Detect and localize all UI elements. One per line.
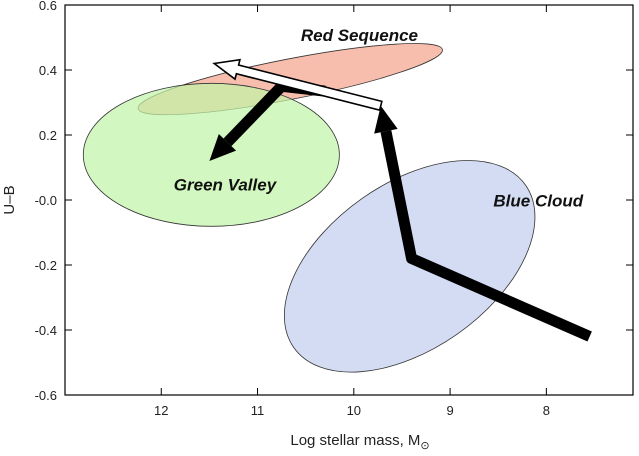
y-tick-label: -0.2 [35,258,57,273]
y-tick-label: 0.4 [39,63,57,78]
x-tick-label: 8 [543,403,550,418]
blue-cloud-label: Blue Cloud [493,192,583,211]
y-tick-label: 0.2 [39,128,57,143]
y-axis: 0.6 0.4 0.2 -0.0 -0.2 -0.4 -0.6 [35,0,633,403]
x-tick-label: 10 [347,403,361,418]
green-valley-region [82,82,340,227]
y-tick-label: -0.0 [35,193,57,208]
arrow-head-1 [209,133,237,161]
y-axis-title: U–B [1,185,18,214]
x-axis-title: Log stellar mass, M⊙ [290,432,429,452]
blue-cloud-region [283,160,536,373]
y-tick-label: -0.4 [35,323,57,338]
arrow-head-0 [374,105,398,134]
x-tick-label: 12 [154,403,168,418]
x-tick-label: 11 [251,403,265,418]
red-sequence-label: Red Sequence [301,26,418,45]
arrow-shaft-0 [380,130,592,342]
regions-layer [82,43,536,373]
x-tick-label: 9 [446,403,453,418]
green-valley-label: Green Valley [174,175,278,194]
y-tick-label: -0.6 [35,388,57,403]
arrows-layer [209,58,592,342]
y-tick-label: 0.6 [39,0,57,13]
x-axis: 12 11 10 9 8 [154,5,550,418]
hollow-arrow-2 [212,58,383,112]
